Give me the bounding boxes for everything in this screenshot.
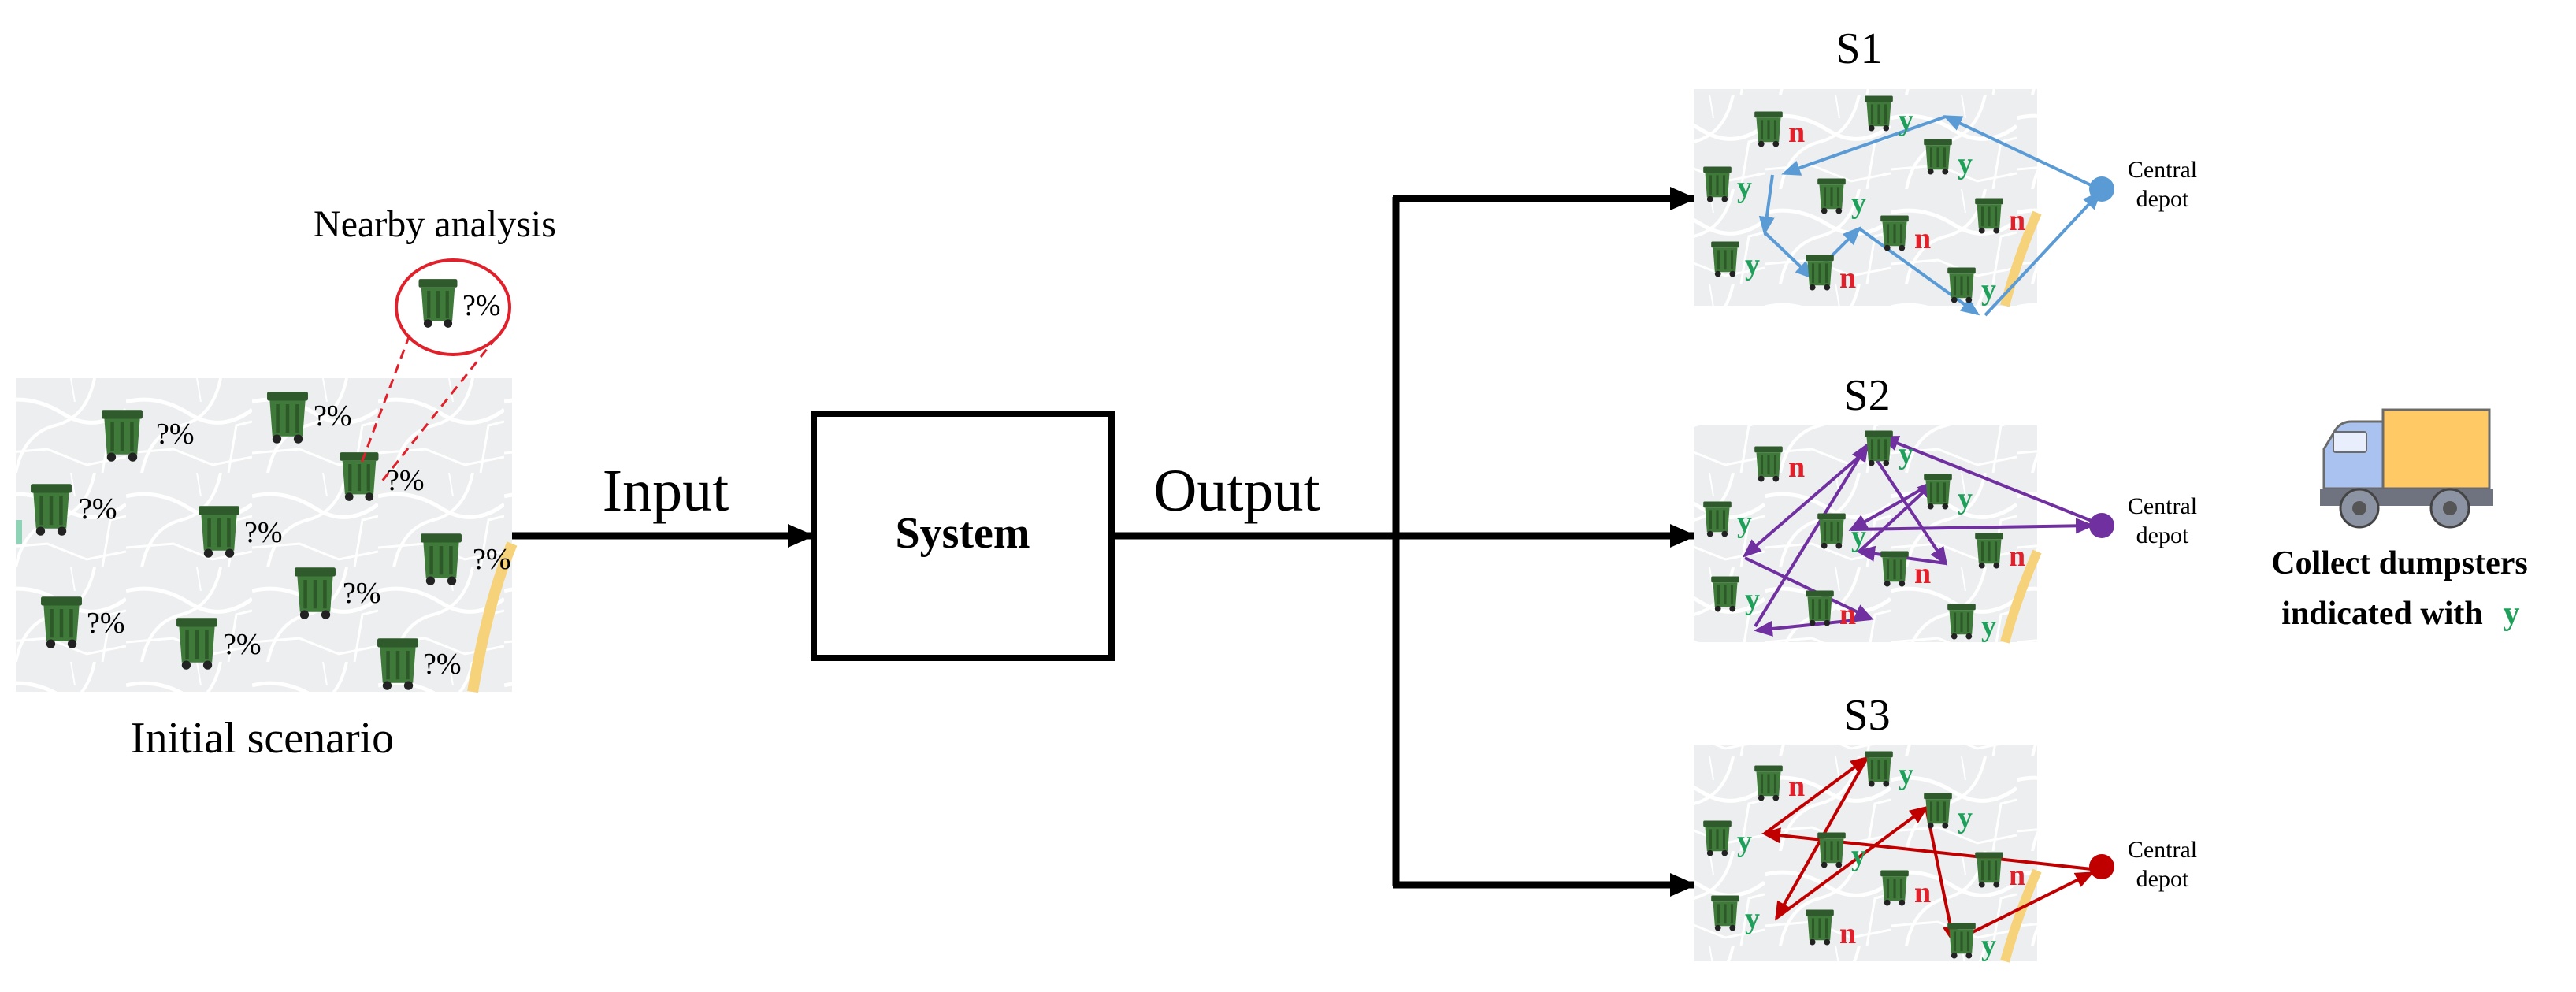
bin-status-n: n	[1788, 451, 1805, 484]
depot-label-line1: Central	[2128, 157, 2197, 183]
nearby-analysis-label: Nearby analysis	[314, 203, 556, 245]
scenario-s2: S2 Central depot n y y y y n n y n	[1694, 371, 2197, 644]
bin-status-y: y	[1899, 758, 1913, 791]
bin-status-n: n	[1788, 116, 1805, 149]
scenario-title: S3	[1843, 691, 1890, 740]
route-s3	[1761, 756, 2095, 945]
legend-line1: Collect dumpsters	[2271, 545, 2527, 581]
depot-label-line1: Central	[2128, 493, 2197, 519]
bin-status-n: n	[1839, 917, 1856, 950]
depot-label-line2: depot	[2136, 522, 2189, 548]
scenario-s1: S1 Central depot n y y y y n n y n y	[1694, 24, 2197, 317]
bin-percent-label: ?%	[156, 418, 195, 451]
bin-status-y: y	[1981, 273, 1996, 307]
system-box	[811, 411, 1115, 661]
truck-icon	[2320, 408, 2493, 529]
bin: ?%	[377, 638, 462, 690]
bin: ?%	[199, 506, 283, 558]
bin-percent-label: ?%	[79, 492, 117, 526]
bin-percent-label: ?%	[423, 648, 462, 681]
bin-status-n: n	[1914, 222, 1931, 255]
bin-status-y: y	[1899, 104, 1913, 137]
bin: ?%	[176, 618, 262, 670]
legend-y-flag: y	[2504, 596, 2520, 632]
bin-status-y: y	[1981, 610, 1996, 643]
bin-status-y: y	[1851, 839, 1866, 872]
bin-status-y: y	[1851, 520, 1866, 553]
scenario-bins: n y y y y n n y n y	[1703, 430, 2025, 643]
bin-percent-label: ?%	[223, 628, 262, 661]
input-label: Input	[603, 458, 729, 524]
bin-status-y: y	[1899, 437, 1913, 470]
bin: ?%	[421, 533, 511, 585]
bin-percent-label: ?%	[244, 516, 283, 549]
central-depot-marker	[2089, 176, 2114, 202]
zoom-connector	[359, 334, 411, 466]
bin-percent-label: ?%	[314, 399, 352, 433]
route-s2	[1742, 436, 2100, 637]
scenario-title: S2	[1843, 371, 1890, 420]
flow: Input System Output	[512, 187, 1697, 897]
central-depot-marker	[2089, 854, 2114, 879]
depot-label-line2: depot	[2136, 866, 2189, 892]
depot-label-line2: depot	[2136, 186, 2189, 212]
depot-label-line1: Central	[2128, 837, 2197, 863]
bin: ?%	[31, 484, 117, 536]
bin: ?%	[41, 596, 125, 648]
bin-status-y: y	[1745, 902, 1760, 935]
bin-status-y: y	[1958, 482, 1973, 515]
bin-percent-label: ?%	[473, 543, 511, 576]
bin-status-n: n	[1788, 770, 1805, 803]
bin: ?%	[102, 410, 195, 462]
output-label: Output	[1153, 458, 1320, 524]
bin-status-y: y	[1958, 147, 1973, 180]
scenario-bins: n y y y y n n y n y	[1703, 95, 2025, 307]
scenario-map	[1694, 89, 2037, 306]
bin-status-n: n	[1914, 876, 1931, 909]
scenario-title: S1	[1835, 24, 1882, 73]
bin-status-n: n	[1914, 557, 1931, 590]
bin-status-n: n	[2009, 204, 2025, 237]
route-s1	[1758, 115, 2102, 317]
bin-status-n: n	[1839, 262, 1856, 295]
system-label: System	[895, 509, 1030, 558]
bin-status-n: n	[1839, 598, 1856, 631]
zoom-percent-label: ?%	[462, 289, 501, 322]
bin: ?%	[340, 452, 425, 501]
bin-percent-label: ?%	[343, 577, 381, 610]
central-depot-marker	[2089, 513, 2114, 538]
bin-status-n: n	[2009, 540, 2025, 573]
bin-status-y: y	[1737, 506, 1752, 539]
bin-status-y: y	[1981, 929, 1996, 962]
bin-status-y: y	[1745, 583, 1760, 616]
legend-line2-prefix: indicated with	[2281, 596, 2483, 632]
scenario-bins: n y y y y n n y n y	[1703, 751, 2025, 962]
bin-status-y: y	[1851, 187, 1866, 220]
bin-percent-label: ?%	[87, 607, 125, 640]
bin: ?%	[295, 567, 381, 619]
bin-percent-label: ?%	[386, 464, 425, 497]
bin-status-y: y	[1745, 248, 1760, 281]
bin: ?%	[267, 392, 352, 444]
scenario-s3: S3 Central depot n y y y y n n y n y	[1694, 691, 2197, 963]
initial-bins: ?% ?% ?% ?% ?% ?% ?% ?% ?% ?%	[31, 392, 511, 690]
initial-scenario-caption: Initial scenario	[131, 714, 394, 763]
bin-status-y: y	[1737, 825, 1752, 858]
bin-status-y: y	[1737, 171, 1752, 204]
bin-status-y: y	[1958, 801, 1973, 834]
bin-status-n: n	[2009, 859, 2025, 892]
nearby-analysis-callout: Nearby analysis ?%	[314, 203, 556, 483]
